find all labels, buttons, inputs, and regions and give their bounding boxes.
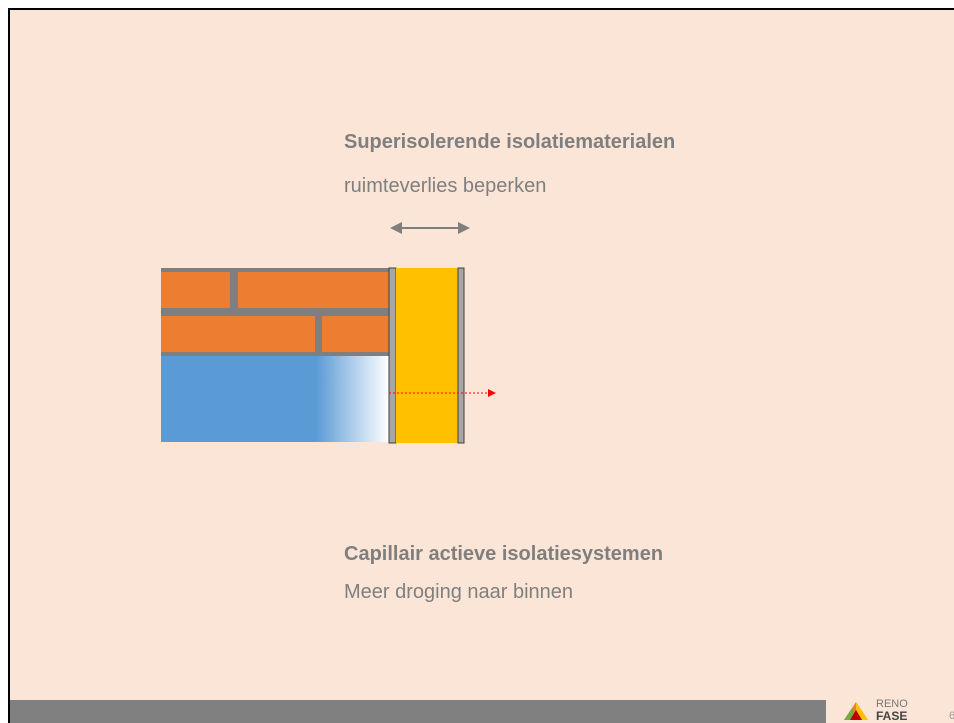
logo-text-top: RENO (876, 698, 908, 710)
renofase-logo-icon (844, 702, 868, 720)
logo-text-bottom: FASE (876, 709, 908, 723)
footer-bar (10, 700, 826, 723)
subheading-space-loss: ruimteverlies beperken (344, 175, 547, 197)
heading-superinsulating: Superisolerende isolatiematerialen (344, 131, 676, 153)
heading-capillary-active: Capillair actieve isolatiesystemen (344, 543, 664, 565)
brick (161, 272, 230, 308)
subheading-drying-inward: Meer droging naar binnen (344, 581, 574, 603)
brick (238, 272, 392, 308)
dashed-arrow-icon (389, 389, 496, 397)
double-arrow-icon (390, 222, 470, 234)
renofase-logo: RENO FASE (840, 698, 920, 723)
insulation-layer (396, 268, 458, 443)
outer-board (457, 267, 465, 444)
brick (322, 316, 392, 352)
inner-board (388, 267, 397, 444)
slide: Superisolerende isolatiematerialen ruimt… (8, 8, 954, 723)
brick (161, 316, 315, 352)
moisture-zone (161, 356, 389, 442)
page-number: 6 (949, 710, 954, 722)
brick-wall (161, 268, 392, 356)
wall-diagram (161, 222, 496, 444)
